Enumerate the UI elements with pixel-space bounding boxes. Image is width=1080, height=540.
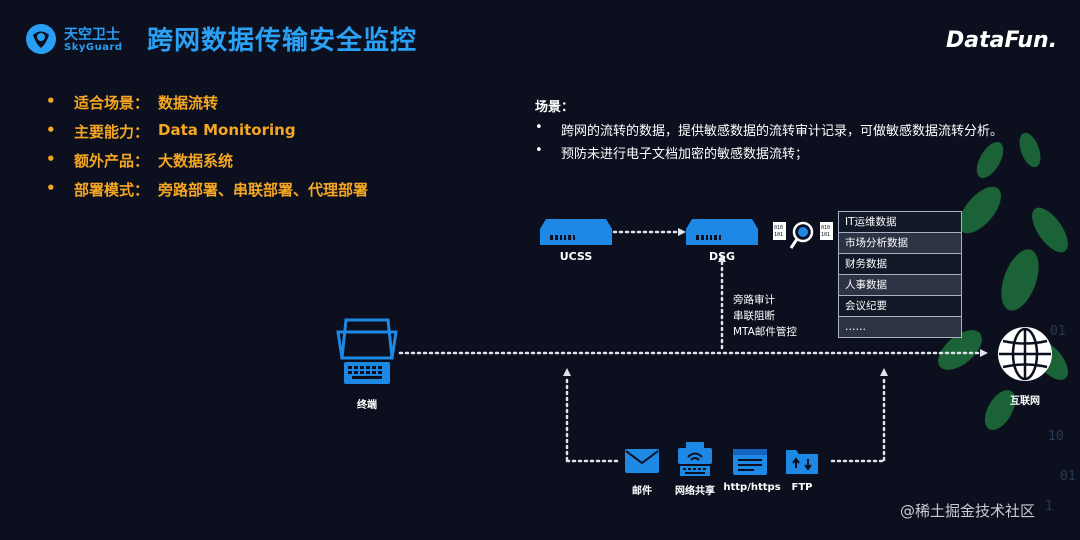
internet-globe-icon	[998, 327, 1052, 381]
channel-label-http: http/https	[723, 482, 781, 493]
feature-label: 额外产品：	[74, 152, 150, 170]
svg-text:1: 1	[1045, 499, 1053, 514]
network-share-icon	[678, 442, 712, 476]
bullet: •	[46, 92, 56, 110]
data-type-table: IT运维数据 市场分析数据 财务数据 人事数据 会议纪要 ……	[838, 211, 962, 338]
bullet: •	[46, 150, 56, 168]
data-type-row: ……	[839, 317, 961, 337]
svg-text:01: 01	[1060, 469, 1076, 484]
dsg-label: DSG	[708, 250, 736, 263]
bullet: •	[46, 121, 56, 139]
svg-text:010: 010	[821, 225, 830, 231]
logo-en-text: SkyGuard	[64, 42, 123, 53]
data-type-row: IT运维数据	[839, 212, 961, 233]
leaf-decoration: 01 10 01 1	[938, 132, 1076, 514]
datafun-logo: DataFun.	[946, 28, 1058, 53]
scene-item-text: 跨网的流转的数据，提供敏感数据的流转审计记录，可做敏感数据流转分析。	[561, 124, 1004, 139]
feature-value: Data Monitoring	[158, 121, 296, 139]
watermark: @稀土掘金技术社区	[900, 502, 1036, 520]
feature-value: 大数据系统	[158, 152, 234, 170]
bullet: •	[46, 179, 56, 197]
svg-text:10: 10	[1048, 429, 1064, 444]
ucss-label: UCSS	[559, 250, 593, 263]
feature-label: 主要能力：	[74, 123, 150, 141]
data-type-row: 人事数据	[839, 275, 961, 296]
feature-label: 适合场景：	[74, 94, 150, 112]
svg-text:101: 101	[821, 232, 830, 238]
ftp-folder-icon	[786, 450, 818, 474]
svg-text:101: 101	[774, 232, 783, 238]
terminal-laptop-icon	[336, 318, 398, 384]
feature-label: 部署模式：	[74, 181, 150, 199]
skyguard-logo: 天空卫士 SkyGuard	[24, 22, 124, 60]
bullet: •	[535, 120, 543, 135]
channel-label-share: 网络共享	[675, 486, 715, 497]
data-type-row: 财务数据	[839, 254, 961, 275]
internet-label: 互联网	[1010, 396, 1040, 407]
data-type-row: 会议纪要	[839, 296, 961, 317]
page-title: 跨网数据传输安全监控	[147, 26, 418, 56]
svg-text:01: 01	[1050, 324, 1066, 339]
mail-icon	[625, 449, 659, 473]
mode-item: 旁路审计	[733, 294, 775, 306]
logo-cn-text: 天空卫士	[64, 27, 120, 43]
scene-title: 场景：	[535, 100, 575, 115]
data-type-row: 市场分析数据	[839, 233, 961, 254]
scene-item-text: 预防未进行电子文档加密的敏感数据流转；	[561, 147, 809, 162]
feature-value: 数据流转	[158, 94, 219, 112]
mode-item: 串联阻断	[733, 310, 775, 322]
mode-item: MTA邮件管控	[733, 326, 797, 338]
svg-text:010: 010	[774, 225, 783, 231]
browser-window-icon	[733, 449, 767, 475]
deployment-modes: 旁路审计 串联阻断 MTA邮件管控	[733, 292, 797, 340]
ucss-appliance-icon	[540, 219, 612, 245]
feature-value: 旁路部署、串联部署、代理部署	[158, 181, 369, 199]
channel-label-ftp: FTP	[791, 482, 813, 493]
skyguard-shield-icon	[26, 24, 56, 54]
bullet: •	[535, 143, 543, 158]
dsg-appliance-icon	[686, 219, 758, 245]
channel-label-mail: 邮件	[632, 486, 652, 497]
terminal-label: 终端	[357, 400, 377, 411]
